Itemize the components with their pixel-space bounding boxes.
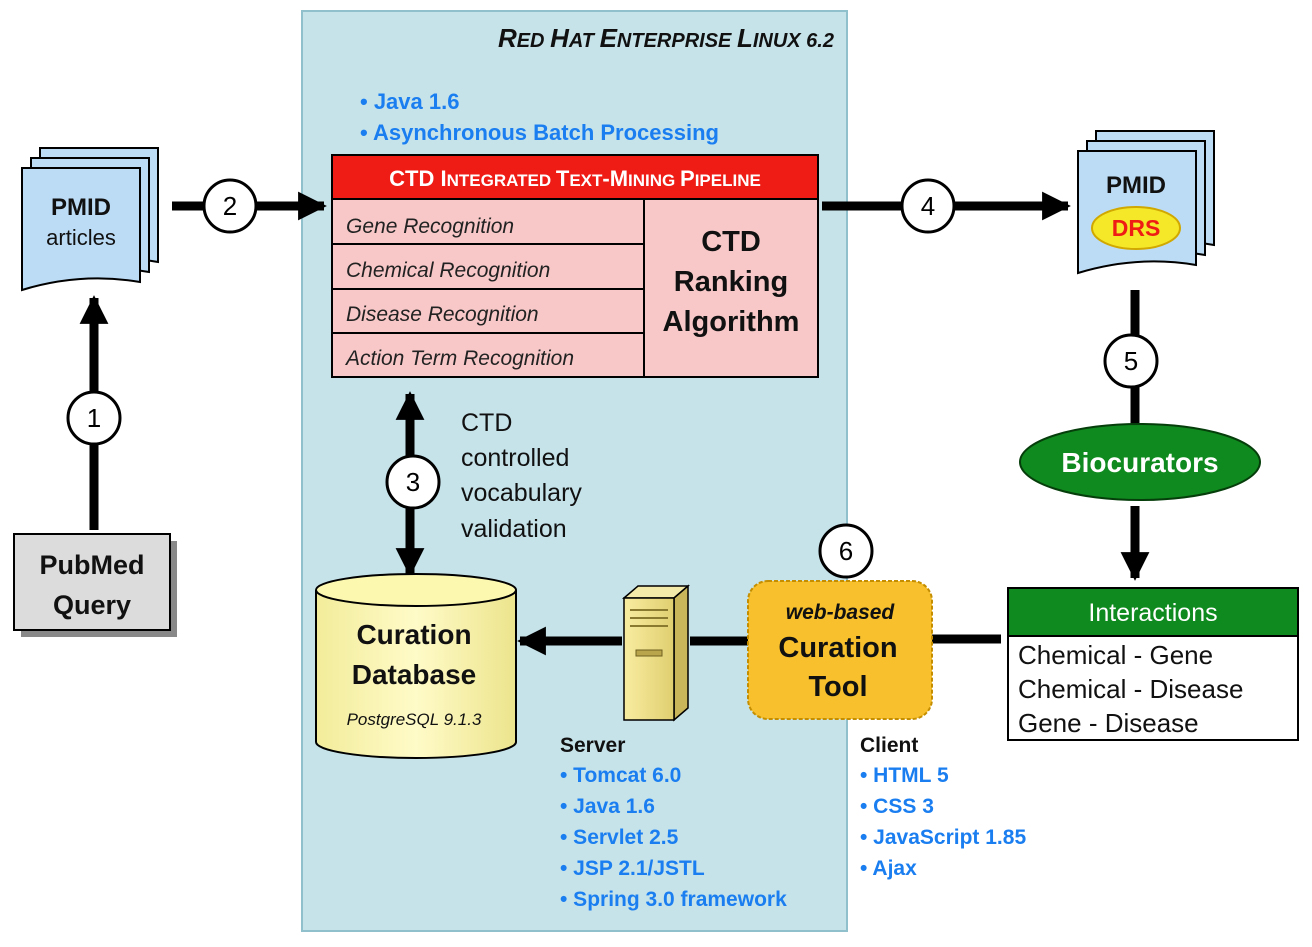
pipeline-box: CTD INTEGRATED TEXT-MINING PIPELINE Gene… [331,154,819,378]
pubmed-line1: PubMed [40,550,145,580]
step-2: 2 [202,178,258,234]
platform-panel [301,10,848,932]
platform-title: RED HAT ENTERPRISE LINUX 6.2 [498,23,834,53]
biocurators-node: Biocurators [1019,423,1261,501]
step-5: 5 [1103,333,1159,389]
curation-tool-sub: web-based [786,601,896,624]
client-item: • HTML 5 [860,764,949,787]
svg-text:1: 1 [87,403,101,433]
step-6: 6 [818,523,874,579]
database-engine: PostgreSQL 9.1.3 [347,710,482,729]
interaction-item: Chemical - Disease [1018,674,1243,704]
svg-text:6: 6 [839,536,853,566]
module-disease: Disease Recognition [346,303,539,326]
biocurators-label: Biocurators [1061,447,1218,478]
svg-text:5: 5 [1124,346,1138,376]
platform-bullet-java: • Java 1.6 [360,89,459,114]
pubmed-line2: Query [53,590,131,620]
input-documents: PMID articles [21,147,159,292]
interactions-box: Interactions Chemical - Gene Chemical - … [1007,587,1299,741]
step-1: 1 [66,390,122,446]
interactions-header: Interactions [1088,599,1217,627]
svg-text:4: 4 [921,191,935,221]
server-item: • Java 1.6 [560,795,655,818]
output-documents: PMID DRS [1077,130,1215,275]
server-title: Server [560,734,625,757]
client-item: • CSS 3 [860,795,934,818]
module-gene: Gene Recognition [346,215,514,238]
ranking-line3: Algorithm [663,306,800,338]
client-title: Client [860,734,918,757]
platform-bullet-batch: • Asynchronous Batch Processing [360,120,719,145]
pubmed-query-box: PubMed Query [13,533,177,637]
validation-line4: validation [461,515,567,543]
module-chemical: Chemical Recognition [346,259,550,282]
server-tower-icon [621,584,691,722]
validation-line1: CTD [461,409,512,437]
curation-tool-line1: Curation [778,632,897,664]
input-doc-subtitle: articles [46,225,116,250]
svg-text:3: 3 [406,467,420,497]
interaction-item: Gene - Disease [1018,708,1199,738]
curation-tool-line2: Tool [808,671,867,703]
validation-line3: vocabulary [461,479,582,507]
database-line2: Database [352,659,477,690]
server-item: • JSP 2.1/JSTL [560,857,705,880]
database-line1: Curation [356,619,471,650]
interaction-item: Chemical - Gene [1018,640,1213,670]
ranking-line1: CTD [701,226,761,258]
step-4: 4 [900,178,956,234]
validation-line2: controlled [461,444,569,472]
server-item: • Tomcat 6.0 [560,764,681,787]
pipeline-header: CTD INTEGRATED TEXT-MINING PIPELINE [389,166,761,191]
step-3: 3 [385,454,441,510]
input-doc-title: PMID [51,194,111,221]
client-item: • JavaScript 1.85 [860,826,1026,849]
drs-label: DRS [1112,215,1161,241]
module-action-term: Action Term Recognition [344,347,574,370]
curation-database: Curation Database PostgreSQL 9.1.3 [315,573,517,759]
client-item: • Ajax [860,857,917,880]
drs-badge [1091,206,1181,250]
svg-text:2: 2 [223,191,237,221]
ranking-line2: Ranking [674,266,788,298]
server-item: • Spring 3.0 framework [560,888,787,911]
server-item: • Servlet 2.5 [560,826,679,849]
curation-tool-box: web-based Curation Tool [747,580,933,720]
output-doc-title: PMID [1106,172,1166,199]
